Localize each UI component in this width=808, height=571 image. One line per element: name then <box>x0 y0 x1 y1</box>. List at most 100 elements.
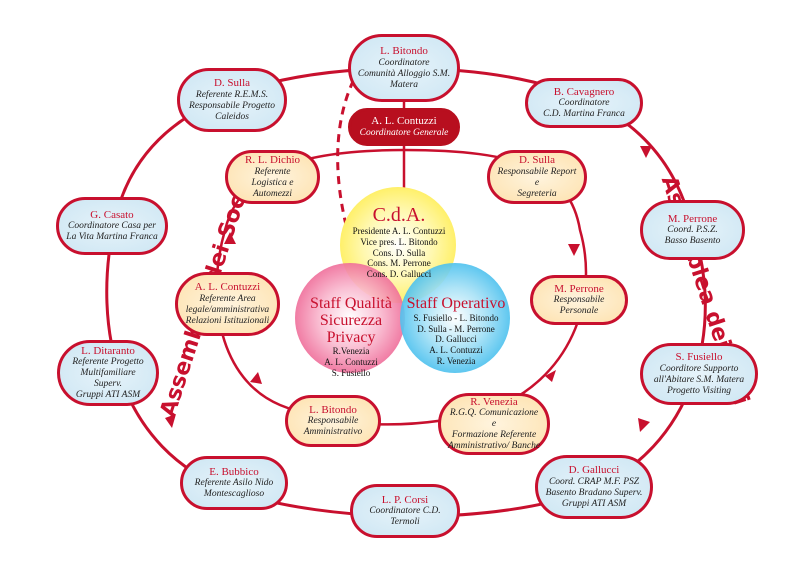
outer-node[interactable]: L. Bitondo Coordinatore Comunità Alloggi… <box>348 34 460 102</box>
node-name: R. L. Dichio <box>245 154 300 167</box>
node-name: D. Sulla <box>518 154 556 167</box>
outer-node[interactable]: B. Cavagnero Coordinatore C.D. Martina F… <box>525 78 643 128</box>
node-role: Caleidos <box>215 111 249 122</box>
node-role: C.D. Martina Franca <box>543 109 625 120</box>
outer-node[interactable]: L. Ditaranto Referente Progetto Multifam… <box>57 340 159 406</box>
staff-operativo-label: Staff Operativo S. Fusiello - L. Bitondo… <box>402 295 510 367</box>
node-role: Segreteria <box>517 188 557 199</box>
node-role: Coordinatore C.D. <box>369 506 441 517</box>
staff-member: A. L. Contuzzi <box>429 345 483 356</box>
node-role: Relazioni Istituzionali <box>185 315 270 326</box>
arrow-icon <box>250 372 262 384</box>
staff-operativo-circle <box>400 263 510 373</box>
staff-quality-title: Staff Qualità <box>310 295 392 312</box>
arrow-icon <box>640 146 652 158</box>
cda-title: C.d.A. <box>372 204 426 226</box>
node-role: Coordinatore <box>558 98 610 109</box>
node-name: E. Bubbico <box>209 465 259 478</box>
staff-member: R. Venezia <box>436 355 476 366</box>
node-role: Coorditore Supporto <box>659 363 739 374</box>
staff-quality-circle <box>295 263 405 373</box>
inner-node[interactable]: L. Bitondo Responsabile Amministrativo <box>285 395 381 447</box>
node-role: Basento Bradano Superv. <box>545 487 643 498</box>
arrow-icon <box>165 414 176 428</box>
node-coordinatore-generale[interactable]: A. L. Contuzzi Coordinatore Generale <box>348 108 460 146</box>
node-role: Responsabile Report e <box>497 166 577 188</box>
arrow-icon <box>545 370 556 382</box>
inner-node[interactable]: R. L. Dichio Referente Logistica e Autom… <box>225 150 320 204</box>
outer-node[interactable]: E. Bubbico Referente Asilo Nido Montesca… <box>180 456 288 510</box>
staff-member: S. Fusiello - L. Bitondo <box>413 312 499 323</box>
node-name: A. L. Contuzzi <box>371 115 437 128</box>
cda-label: C.d.A. Presidente A. L. Contuzzi Vice pr… <box>345 205 453 280</box>
node-name: L. Bitondo <box>380 45 428 58</box>
node-name: L. Ditaranto <box>81 344 135 357</box>
node-role: Termoli <box>390 517 420 528</box>
node-role: Referente R.E.M.S. <box>195 89 269 100</box>
node-role: La Vita Martina Franca <box>66 232 158 243</box>
outer-node[interactable]: D. Sulla Referente R.E.M.S. Responsabile… <box>177 68 287 132</box>
staff-quality-subtitle: Sicurezza Privacy <box>319 311 383 346</box>
node-name: S. Fusiello <box>675 351 723 364</box>
node-role: Gruppi ATI ASM <box>75 390 141 401</box>
cda-member: Cons. D. Sulla <box>372 247 426 258</box>
node-name: R. Venezia <box>470 395 518 408</box>
node-name: L. Bitondo <box>309 403 357 416</box>
outer-node[interactable]: D. Gallucci Coord. CRAP M.F. PSZ Basento… <box>535 455 653 519</box>
inner-node[interactable]: A. L. Contuzzi Referente Area legale/amm… <box>175 272 280 336</box>
node-role: Progetto Visiting <box>666 385 732 396</box>
node-role: Referente Asilo Nido <box>194 478 274 489</box>
inner-node[interactable]: R. Venezia R.G.Q. Comunicazione e Formaz… <box>438 393 550 455</box>
node-role: Comunità Alloggio S.M. <box>357 68 451 79</box>
node-role: Referente <box>254 166 291 177</box>
node-role: R.G.Q. Comunicazione e <box>449 408 539 430</box>
staff-quality-label: Staff Qualità Sicurezza Privacy R.Venezi… <box>298 295 404 379</box>
node-name: B. Cavagnero <box>553 85 615 98</box>
node-role: Montescaglioso <box>203 489 265 500</box>
node-role: Referente Progetto <box>72 357 144 368</box>
staff-operativo-title: Staff Operativo <box>406 295 506 312</box>
staff-member: D. Sulla - M. Perrone <box>417 323 495 334</box>
staff-member: D. Gallucci <box>435 334 477 345</box>
arrow-icon <box>568 244 580 256</box>
node-role: Basso Basento <box>664 236 721 247</box>
staff-member: S. Fusiello <box>331 367 371 378</box>
node-name: M. Perrone <box>667 212 718 225</box>
node-role: Amministrativo <box>303 427 363 438</box>
node-name: G. Casato <box>90 208 134 221</box>
node-name: M. Perrone <box>554 282 604 295</box>
node-role: Coordinatore <box>378 57 430 68</box>
cda-member: Presidente A. L. Contuzzi <box>352 226 446 236</box>
node-role: Multifamiliare Superv. <box>80 368 136 390</box>
arrow-icon <box>638 418 650 432</box>
node-role: Responsabile Progetto <box>189 100 275 111</box>
node-name: L. P. Corsi <box>381 493 429 506</box>
cda-member: Cons. M. Perrone <box>367 258 431 269</box>
node-role: Gruppi ATI ASM <box>561 498 627 509</box>
node-role: legale/amministrativa <box>185 304 270 315</box>
node-name: D. Gallucci <box>568 464 620 477</box>
node-role: Responsabile Personale <box>553 295 605 317</box>
node-role: Coord. CRAP M.F. PSZ <box>548 476 640 487</box>
inner-node[interactable]: M. Perrone Responsabile Personale <box>530 275 628 325</box>
node-role: Coordinatore Generale <box>359 127 449 138</box>
outer-node[interactable]: L. P. Corsi Coordinatore C.D. Termoli <box>350 484 460 538</box>
staff-member: R.Venezia <box>332 346 370 357</box>
node-role: Coord. P.S.Z. <box>667 225 718 236</box>
node-role: Amministrativo/ Banche <box>447 441 541 452</box>
cda-member: Cons. D. Gallucci <box>366 269 432 280</box>
node-role: Matera <box>390 79 418 90</box>
inner-node[interactable]: D. Sulla Responsabile Report e Segreteri… <box>487 150 587 204</box>
node-role: Formazione Referente <box>451 430 537 441</box>
node-role: Referente Area <box>199 293 256 304</box>
node-role: all'Abitare S.M. Matera <box>653 374 745 385</box>
outer-node[interactable]: M. Perrone Coord. P.S.Z. Basso Basento <box>640 200 745 260</box>
staff-member: A. L. Contuzzi <box>324 357 378 368</box>
node-role: Logistica e Automezzi <box>251 177 294 199</box>
node-name: D. Sulla <box>213 77 251 90</box>
node-role: Responsabile <box>307 416 359 427</box>
outer-node[interactable]: G. Casato Coordinatore Casa per La Vita … <box>56 197 168 255</box>
outer-node[interactable]: S. Fusiello Coorditore Supporto all'Abit… <box>640 343 758 405</box>
